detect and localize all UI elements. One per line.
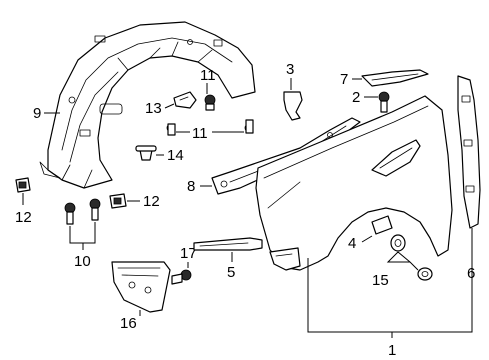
bolt-11-upper: 11	[200, 67, 216, 111]
callout-10-label: 10	[74, 253, 91, 270]
screws-10: 10	[64, 198, 101, 270]
leader-15	[386, 251, 419, 271]
callout-13-label: 13	[145, 100, 162, 117]
bolt-17: 17	[171, 245, 197, 285]
callout-12-left-label: 12	[15, 209, 32, 226]
callout-3-label: 3	[286, 61, 294, 78]
callout-2-label: 2	[352, 89, 360, 106]
clip-14: 14	[135, 145, 184, 164]
callout-9-label: 9	[33, 105, 41, 122]
callout-1: 1	[307, 228, 473, 359]
bolt-2: 2	[352, 89, 390, 113]
leader-1	[307, 228, 473, 333]
callout-1-label: 1	[388, 342, 396, 359]
bracket-3: 3	[283, 61, 303, 121]
leader-4	[361, 235, 373, 243]
callout-15-label: 15	[372, 272, 389, 289]
fender-liner	[39, 21, 256, 189]
callout-5-label: 5	[227, 264, 235, 281]
rail-5: 5	[193, 237, 263, 281]
nut-12-right: 12	[109, 193, 160, 210]
clip-13: 13	[145, 91, 197, 117]
callout-14-label: 14	[167, 147, 184, 164]
seal-6: 6	[457, 75, 481, 282]
leader-10	[69, 222, 96, 244]
callout-16-label: 16	[120, 315, 137, 332]
callout-12-right-label: 12	[143, 193, 160, 210]
callout-11-lower-label: 11	[192, 125, 208, 142]
callout-9: 9	[33, 105, 60, 122]
front-fender-panel	[255, 95, 453, 271]
callout-17-label: 17	[180, 245, 197, 262]
grommets-15: 15	[372, 234, 433, 289]
retainer-4: 4	[348, 215, 393, 252]
garnish-7: 7	[340, 69, 429, 88]
callout-8-label: 8	[187, 178, 195, 195]
callout-6-label: 6	[467, 265, 475, 282]
nut-12-left: 12	[15, 177, 32, 226]
splash-shield-16: 16	[111, 261, 171, 332]
callout-7-label: 7	[340, 71, 348, 88]
callout-11-upper-label: 11	[200, 67, 216, 84]
leader-13	[164, 103, 175, 109]
bolts-11-lower: 11	[166, 119, 254, 142]
callout-4-label: 4	[348, 235, 356, 252]
